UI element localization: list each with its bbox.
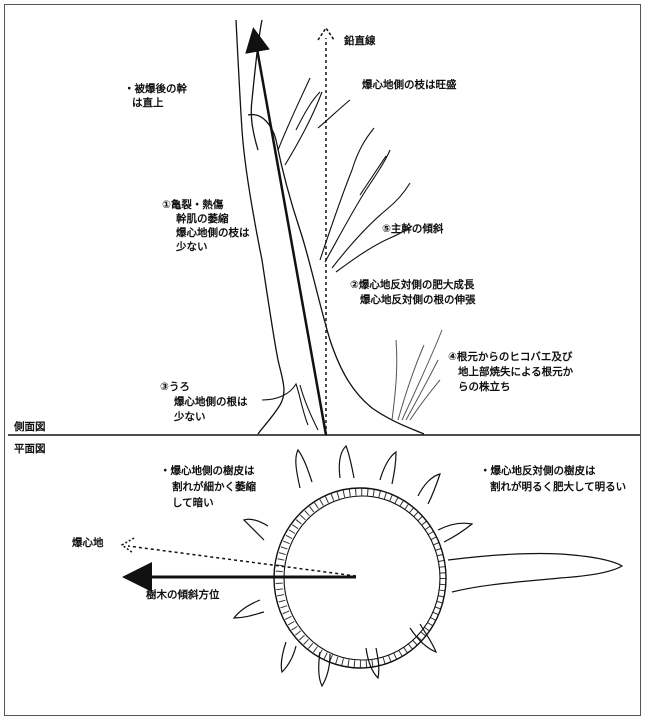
plan-view: 平面図 ・爆心地側の樹皮は 割れが細かく萎縮 して暗い ・爆心地反対側の樹皮は … [14,443,626,686]
sprout-lines [392,330,442,420]
side-view-title: 側面図 [13,420,46,433]
note3-line2: 爆心地側の根は [174,395,248,408]
side-view: 鉛直線 ・被爆後の幹 は直上 爆心地側の枝は旺盛 ①亀裂・熱傷 幹肌の萎縮 爆心… [8,20,640,435]
hypocenter-arrow [128,546,356,576]
note3-line1: ③うろ [160,381,190,393]
hypocenter-arrow-head [122,538,134,553]
long-root [448,553,622,592]
note2-line2: 爆心地反対側の根の伸張 [360,293,476,306]
vertical-line-label: 鉛直線 [344,34,376,47]
note3-line3: 少ない [173,410,206,423]
note1-line3: 爆心地側の枝は [176,226,250,239]
root-lines [262,384,318,430]
trunk-straight-label-1: ・被爆後の幹 [124,82,187,95]
trunk-tilt-arrow [254,32,326,435]
note4-line3: らの株立ち [458,380,511,393]
note4-line1: ④根元からのヒコバエ及び [448,350,573,363]
branch-lines [278,78,412,272]
tilt-direction-label: 樹木の傾斜方位 [146,588,220,601]
plan-view-title: 平面図 [14,443,46,455]
bark-hypo-line2: 割れが細かく萎縮 [172,480,256,493]
bark-epi-line2: 割れが明るく肥大して明るい [490,480,626,493]
trunk-straight-label-2: は直上 [132,96,164,109]
note2-line1: ②爆心地反対側の肥大成長 [350,278,475,291]
bark-epi-line1: ・爆心地反対側の樹皮は [480,464,596,477]
hypocenter-label: 爆心地 [72,536,104,549]
note4-line2: 地上部焼失による根元か [458,365,574,378]
branches-vigorous-label: 爆心地側の枝は旺盛 [362,78,457,91]
note5-label: ⑤主幹の傾斜 [382,222,444,235]
bark-hypo-line1: ・爆心地側の樹皮は [160,464,255,477]
note1-line2: 幹肌の萎縮 [176,212,229,225]
note1-line1: ①亀裂・熱傷 [162,198,224,211]
bark-hypo-line3: して暗い [172,496,214,509]
note1-line4: 少ない [175,240,208,253]
root-spikes [234,446,472,686]
